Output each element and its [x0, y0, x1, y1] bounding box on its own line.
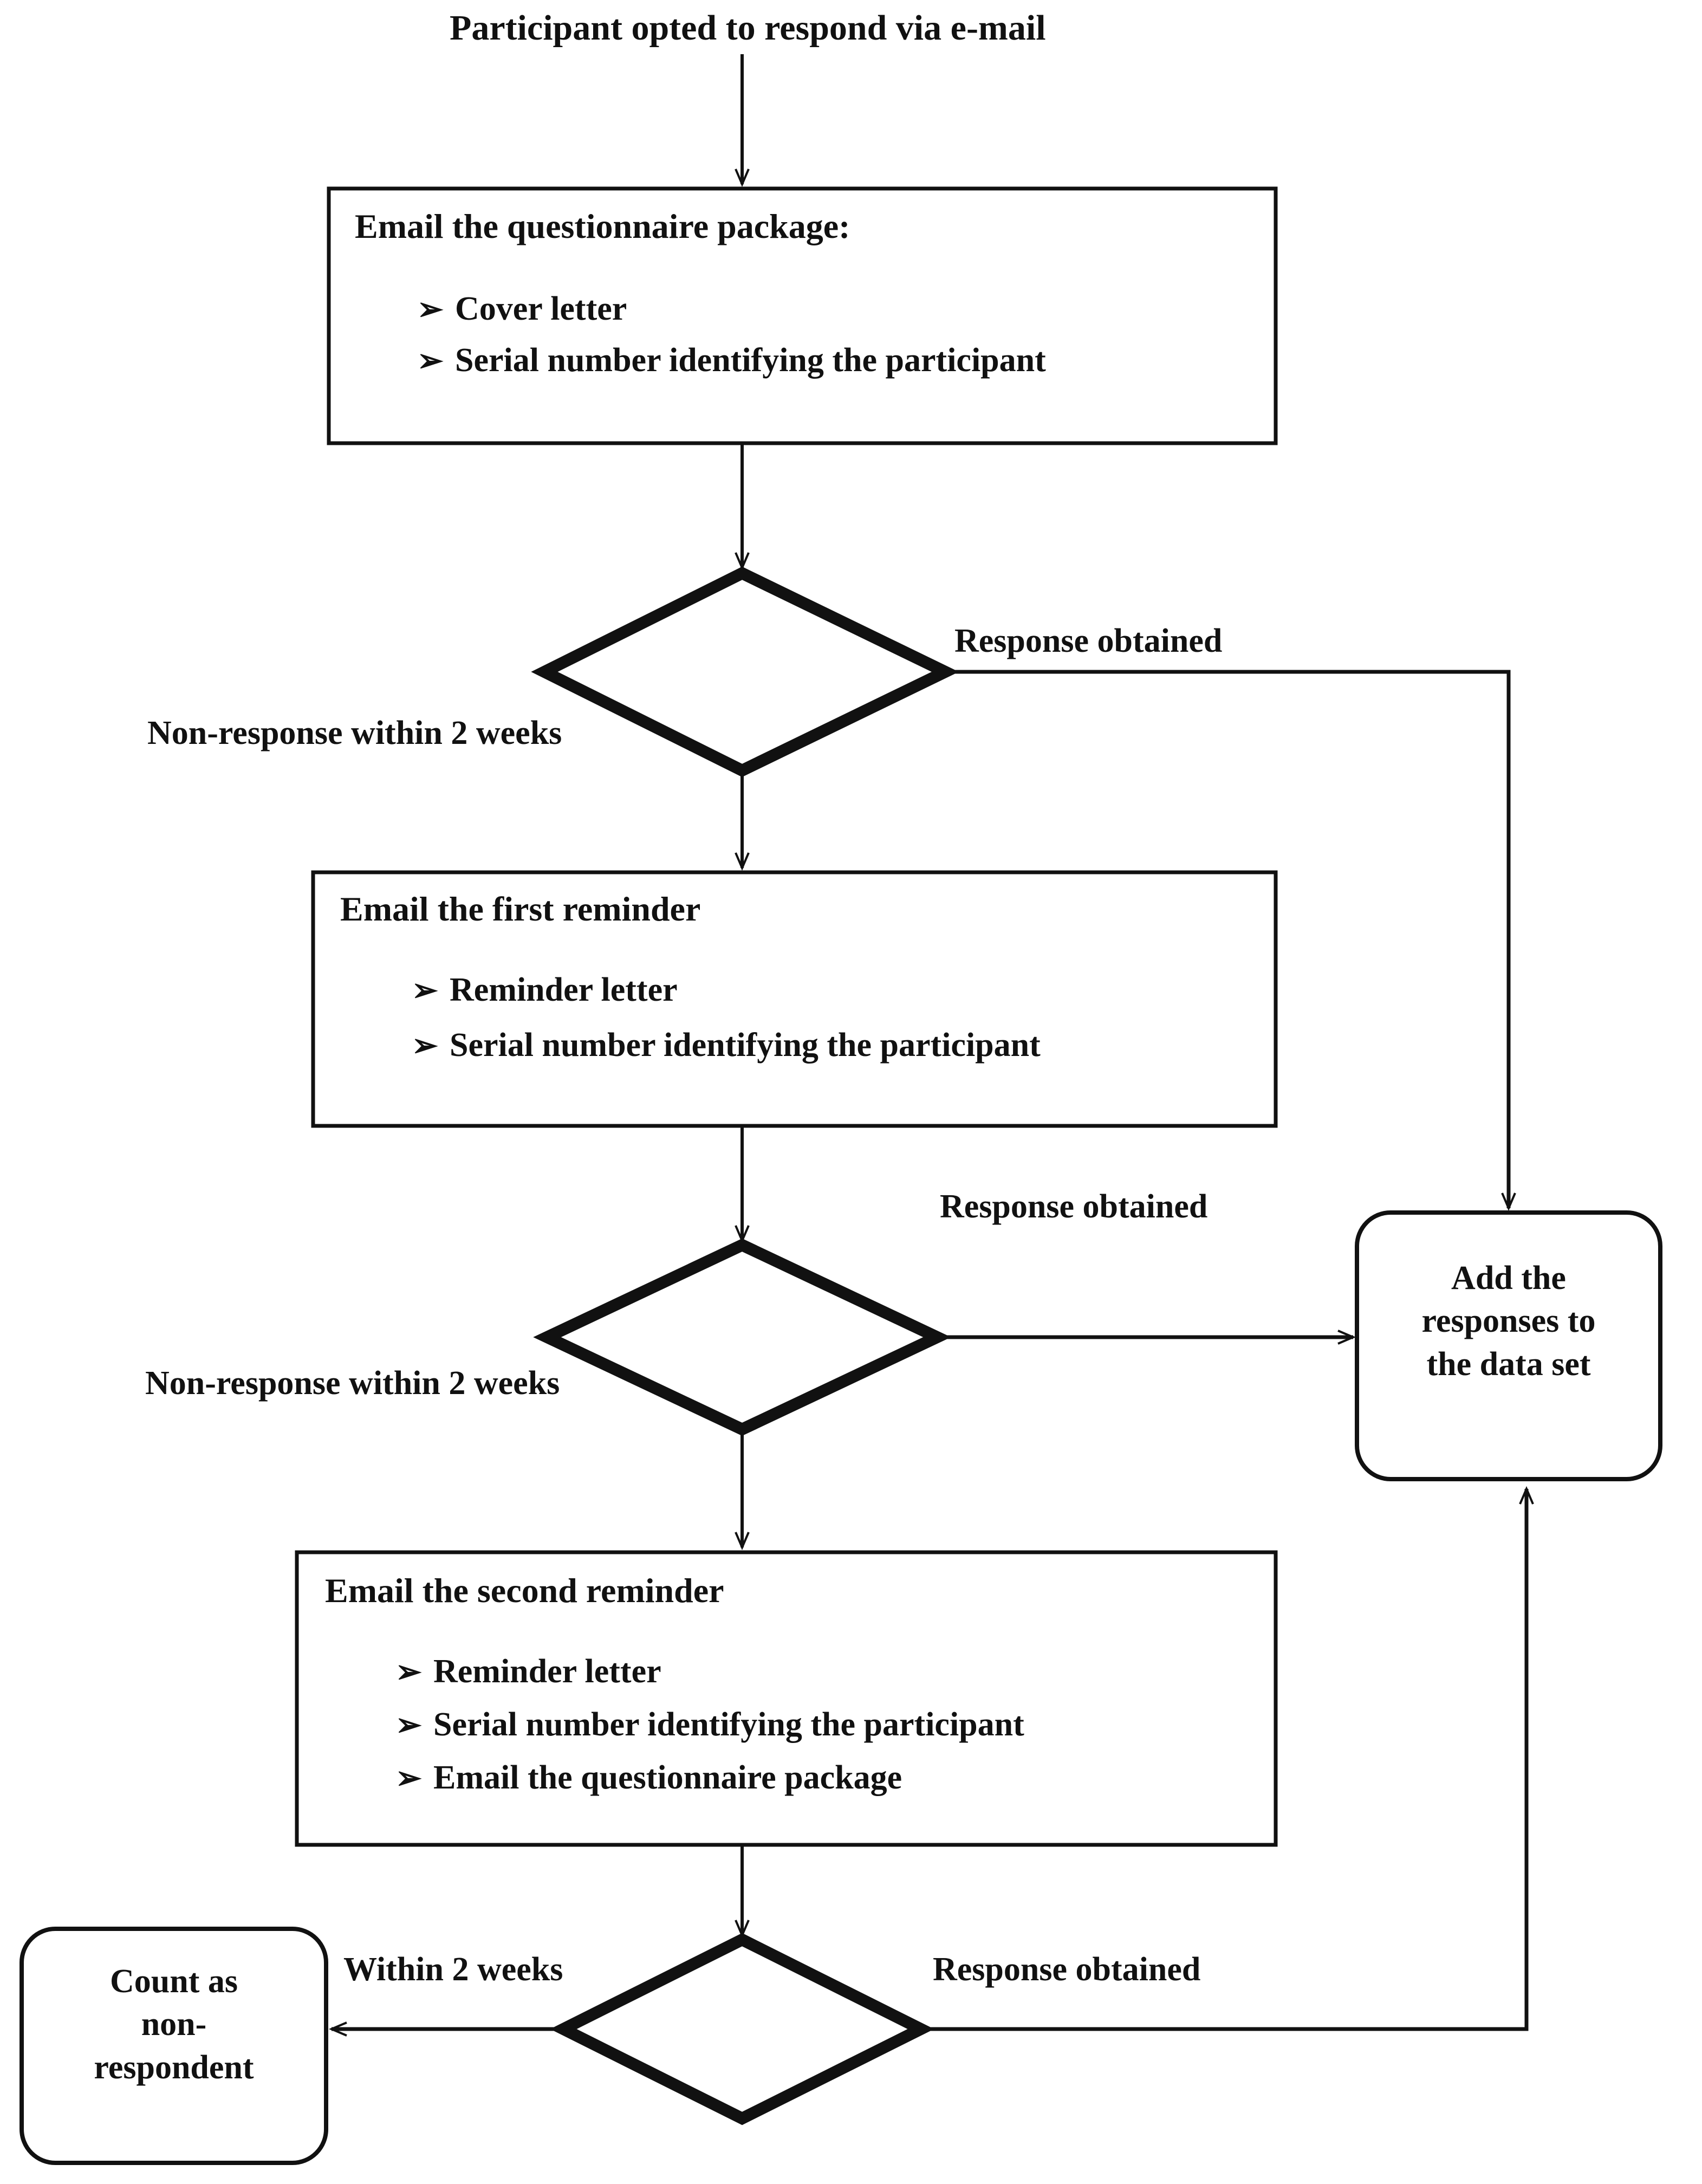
edge-decision3-yes: [921, 1486, 1534, 2031]
edge-label-decision2-no: Non-response within 2 weeks: [145, 1365, 560, 1402]
process-box-3: [295, 1550, 1278, 1847]
terminal-add-responses-label: Add the responses to the data set: [1357, 1257, 1660, 1386]
edge-label-decision1-yes: Response obtained: [954, 623, 1223, 659]
bullet-arrow-icon: ➢: [395, 1654, 422, 1689]
bullet-text: Reminder letter: [450, 971, 678, 1008]
process-2-bullet-0: ➢ Reminder letter: [412, 971, 678, 1009]
process-box-1: [327, 186, 1278, 445]
edge-label-decision3-no: Within 2 weeks: [343, 1951, 563, 1988]
terminal-add-line-0: Add the: [1451, 1260, 1566, 1297]
decision-diamond-1: [531, 566, 959, 777]
bullet-text: Serial number identifying the participan…: [455, 342, 1046, 379]
edge-label-decision2-yes: Response obtained: [940, 1188, 1208, 1225]
terminal-count-non-respondent: [20, 1927, 328, 2165]
bullet-text: Serial number identifying the participan…: [433, 1706, 1024, 1743]
bullet-arrow-icon: ➢: [417, 343, 444, 378]
bullet-arrow-icon: ➢: [412, 973, 438, 1008]
process-1-bullet-0: ➢ Cover letter: [417, 290, 627, 328]
process-3-bullet-2: ➢ Email the questionnaire package: [395, 1759, 902, 1797]
bullet-text: Reminder letter: [433, 1653, 661, 1690]
edge-decision1-yes: [945, 670, 1516, 1211]
terminal-add-responses: [1355, 1210, 1662, 1481]
bullet-arrow-icon: ➢: [417, 291, 444, 327]
process-1-title: Email the questionnaire package:: [355, 207, 850, 245]
process-box-2: [311, 870, 1278, 1128]
process-3-title: Email the second reminder: [325, 1571, 724, 1610]
start-label: Participant opted to respond via e-mail: [450, 8, 1046, 48]
edge-label-decision3-yes: Response obtained: [933, 1951, 1201, 1988]
bullet-arrow-icon: ➢: [395, 1707, 422, 1742]
terminal-count-non-respondent-label: Count as non- respondent: [22, 1960, 326, 2089]
process-3-bullet-1: ➢ Serial number identifying the particip…: [395, 1706, 1024, 1744]
process-2-bullet-1: ➢ Serial number identifying the particip…: [412, 1026, 1041, 1065]
bullet-arrow-icon: ➢: [412, 1028, 438, 1063]
process-3-bullet-0: ➢ Reminder letter: [395, 1652, 661, 1691]
terminal-add-line-1: responses to: [1421, 1302, 1596, 1340]
terminal-count-line-0: Count as: [109, 1963, 238, 2000]
decision-diamond-2: [533, 1238, 951, 1436]
process-2-title: Email the first reminder: [340, 890, 701, 928]
edge-label-decision1-no: Non-response within 2 weeks: [147, 715, 562, 751]
bullet-text: Email the questionnaire package: [433, 1759, 902, 1796]
bullet-text: Cover letter: [455, 290, 627, 327]
terminal-count-line-2: respondent: [94, 2049, 254, 2086]
process-1-bullet-1: ➢ Serial number identifying the particip…: [417, 341, 1046, 380]
terminal-count-line-1: non-: [141, 2006, 207, 2043]
bullet-arrow-icon: ➢: [395, 1760, 422, 1796]
bullet-text: Serial number identifying the participan…: [450, 1027, 1041, 1064]
terminal-add-line-2: the data set: [1426, 1345, 1591, 1383]
decision-diamond-3: [550, 1933, 934, 2125]
